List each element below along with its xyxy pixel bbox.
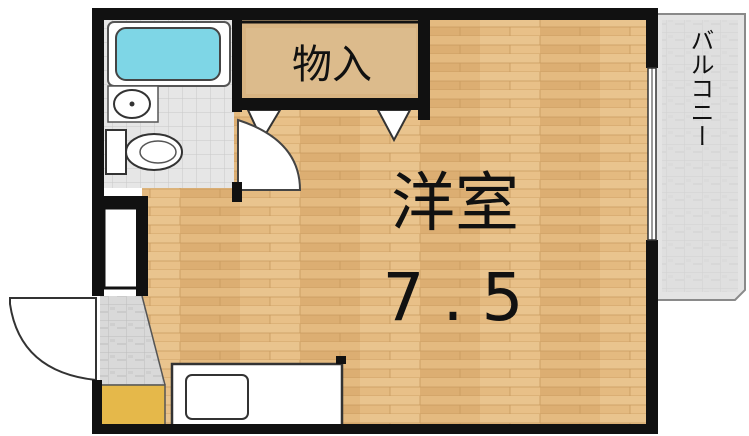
shoe-cabinet	[102, 206, 140, 290]
balcony: バルコニー	[654, 13, 746, 301]
toilet-icon	[105, 129, 183, 175]
walls	[92, 8, 658, 434]
storage: 物入	[238, 20, 424, 102]
bath-door-swing	[237, 118, 302, 191]
balcony-label: バルコニー	[686, 28, 714, 148]
washbasin-icon	[107, 85, 159, 123]
western-room-label: 洋室	[391, 167, 519, 241]
entry-door-swing	[9, 297, 97, 382]
kitchen-sink-icon	[185, 374, 249, 420]
entrance	[99, 295, 166, 430]
entrance-floor	[99, 384, 166, 430]
east-window	[647, 67, 657, 241]
unit-bath	[104, 18, 234, 188]
bathtub-icon	[107, 21, 231, 87]
kitchen	[170, 362, 344, 432]
western-room-size: 7.5	[383, 259, 542, 336]
storage-label: 物入	[292, 42, 372, 88]
